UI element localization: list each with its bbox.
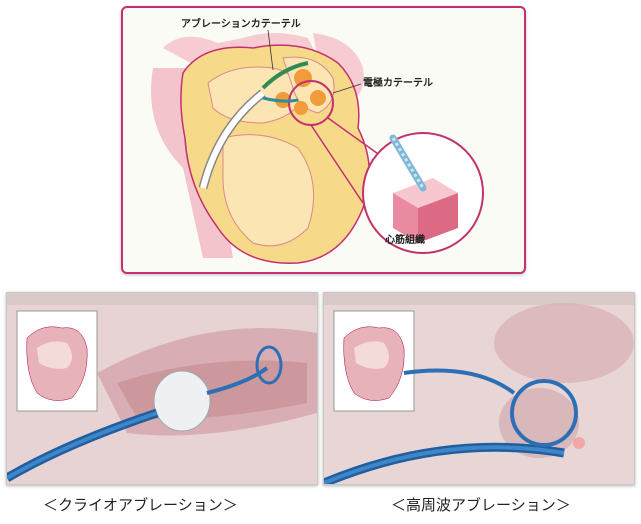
cryoablation-caption: ＜クライオアブレーション＞	[43, 494, 238, 515]
cryoablation-image	[7, 293, 317, 484]
rf-ablation-illustration	[323, 292, 635, 485]
electrode-catheter-label: 電極カテーテル	[363, 78, 433, 90]
ablation-catheter-label: アブレーションカテーテル	[181, 19, 301, 31]
myocardial-tissue-label: 心筋組織	[385, 235, 425, 247]
rf-ablation-image	[324, 293, 634, 484]
rf-ablation-caption: ＜高周波アブレーション＞	[391, 494, 571, 515]
heart-illustration	[123, 8, 524, 272]
heart-diagram-panel: アブレーションカテーテル 電極カテーテル 心筋組織	[121, 6, 526, 274]
cryoablation-illustration	[6, 292, 318, 485]
